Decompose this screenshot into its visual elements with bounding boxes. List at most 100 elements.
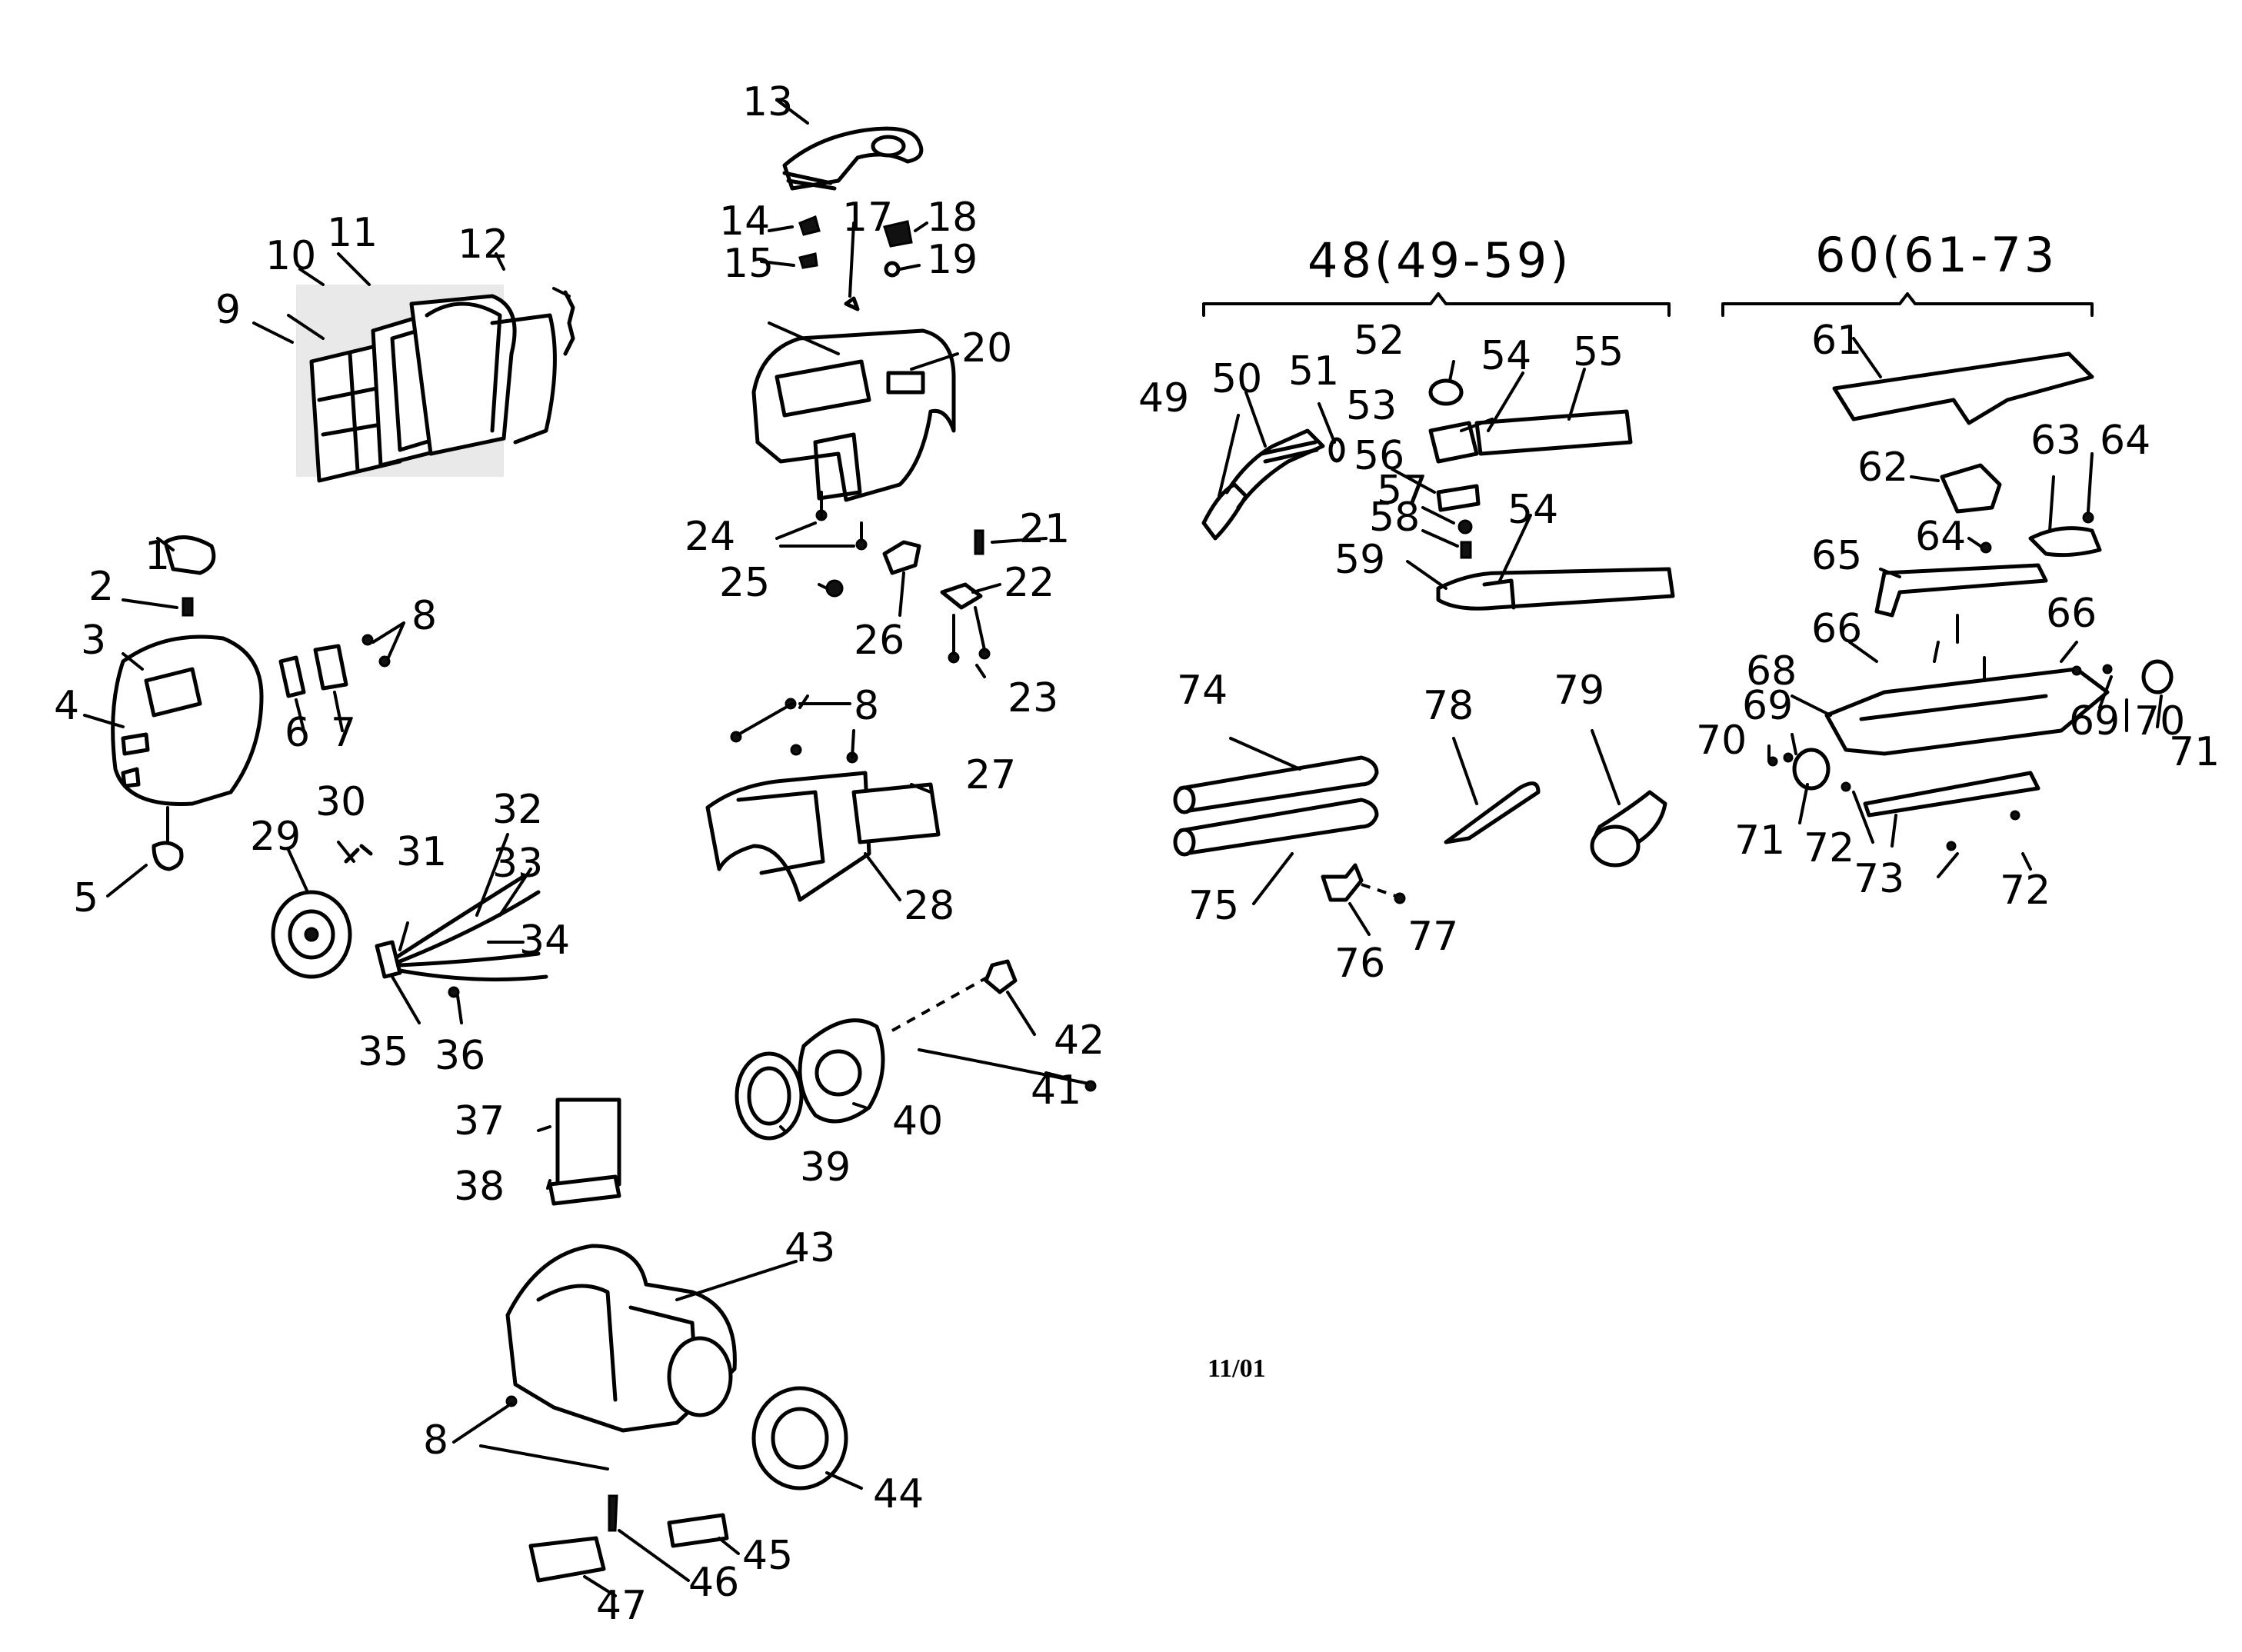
part-number-66-a: 66 xyxy=(1811,606,1862,652)
part-number-65: 65 xyxy=(1811,533,1862,579)
part-number-72-a: 72 xyxy=(1804,825,1854,871)
date-code: 11/01 xyxy=(1208,1354,1266,1383)
part-number-45: 45 xyxy=(742,1533,793,1579)
part-number-7: 7 xyxy=(331,710,356,756)
part-number-58: 58 xyxy=(1369,495,1420,541)
part-number-71-a: 71 xyxy=(1734,818,1785,864)
part-number-22: 22 xyxy=(1004,560,1054,606)
part-number-70-a: 70 xyxy=(1696,718,1747,764)
part-number-19: 19 xyxy=(927,237,978,283)
part-number-27: 27 xyxy=(965,752,1016,798)
group-label-48: 48(49-59) xyxy=(1308,232,1571,288)
part-number-29: 29 xyxy=(250,814,301,860)
part-number-74: 74 xyxy=(1177,668,1228,714)
part-number-68: 68 xyxy=(1746,648,1797,694)
part-number-8-b: 8 xyxy=(854,683,879,729)
part-number-40: 40 xyxy=(892,1098,943,1144)
part-number-33: 33 xyxy=(492,841,543,887)
part-number-66-b: 66 xyxy=(2046,591,2097,637)
filter-assembly xyxy=(296,285,575,483)
part-number-14: 14 xyxy=(719,198,770,245)
leader-lines xyxy=(83,98,2163,1597)
part-number-12: 12 xyxy=(458,221,508,268)
part-number-8-c: 8 xyxy=(423,1417,448,1464)
base-assembly xyxy=(505,1097,848,1583)
part-number-52: 52 xyxy=(1354,318,1404,364)
part-number-41: 41 xyxy=(1031,1067,1081,1114)
part-number-37: 37 xyxy=(454,1098,505,1144)
part-number-78: 78 xyxy=(1423,683,1474,729)
part-number-51: 51 xyxy=(1288,348,1339,395)
part-number-42: 42 xyxy=(1054,1018,1104,1064)
part-number-50: 50 xyxy=(1211,356,1262,402)
group-label-60: 60(61-73 xyxy=(1815,227,2057,283)
handle-assembly xyxy=(751,126,991,664)
part-number-39: 39 xyxy=(800,1144,851,1191)
part-number-30: 30 xyxy=(315,779,366,825)
part-number-64-a: 64 xyxy=(2100,418,2150,464)
cord-reel xyxy=(271,844,548,998)
part-number-69-a: 69 xyxy=(1742,683,1793,729)
part-number-4: 4 xyxy=(54,683,79,729)
part-number-72-b: 72 xyxy=(2000,868,2050,914)
part-number-59: 59 xyxy=(1334,537,1385,583)
part-number-18: 18 xyxy=(927,195,978,241)
part-number-5: 5 xyxy=(73,875,98,921)
part-number-1: 1 xyxy=(145,533,170,579)
part-number-11: 11 xyxy=(327,210,378,256)
part-number-13: 13 xyxy=(742,79,793,125)
left-cover xyxy=(111,535,391,871)
part-number-75: 75 xyxy=(1188,883,1239,929)
part-number-31: 31 xyxy=(396,829,447,875)
part-number-63: 63 xyxy=(2030,418,2081,464)
part-number-26: 26 xyxy=(854,618,904,664)
part-number-15: 15 xyxy=(723,241,774,287)
part-number-77: 77 xyxy=(1407,914,1458,960)
part-number-17: 17 xyxy=(842,195,893,241)
attachments xyxy=(1173,755,1667,904)
part-number-49: 49 xyxy=(1138,375,1189,421)
part-number-47: 47 xyxy=(596,1583,647,1629)
part-number-55: 55 xyxy=(1573,329,1624,375)
part-number-43: 43 xyxy=(785,1225,835,1271)
part-number-32: 32 xyxy=(492,787,543,833)
part-number-64-b: 64 xyxy=(1915,514,1966,560)
part-number-57: 57 xyxy=(1377,468,1427,514)
part-number-35: 35 xyxy=(358,1029,408,1075)
part-number-34: 34 xyxy=(519,918,570,964)
powerhead-group-60 xyxy=(1721,292,2174,851)
part-number-labels: 1 2 3 4 5 6 7 8 8 8 9 10 11 12 13 14 15 … xyxy=(54,79,2220,1629)
part-number-79: 79 xyxy=(1554,668,1604,714)
part-number-38: 38 xyxy=(454,1164,505,1210)
part-number-73: 73 xyxy=(1854,856,1904,902)
part-number-28: 28 xyxy=(904,883,954,929)
part-number-46: 46 xyxy=(688,1560,739,1606)
part-number-70-b: 70 xyxy=(2134,698,2185,744)
part-number-76: 76 xyxy=(1334,941,1385,987)
part-number-3: 3 xyxy=(81,618,106,664)
part-number-56: 56 xyxy=(1354,433,1404,479)
part-number-36: 36 xyxy=(435,1033,485,1079)
part-number-54-a: 54 xyxy=(1481,333,1531,379)
hose-group-48 xyxy=(1201,292,1675,611)
part-number-25: 25 xyxy=(719,560,770,606)
part-number-62: 62 xyxy=(1857,445,1908,491)
part-number-20: 20 xyxy=(961,325,1012,371)
part-number-23: 23 xyxy=(1008,675,1058,721)
part-number-9: 9 xyxy=(215,287,241,333)
body-and-motor xyxy=(705,698,1097,1141)
part-number-71-b: 71 xyxy=(2169,729,2220,775)
part-number-8-a: 8 xyxy=(411,593,437,639)
part-number-10: 10 xyxy=(265,233,316,279)
part-number-54-b: 54 xyxy=(1507,487,1558,533)
part-number-61: 61 xyxy=(1811,318,1862,364)
part-number-6: 6 xyxy=(285,710,310,756)
part-number-24: 24 xyxy=(685,514,735,560)
part-number-53: 53 xyxy=(1346,383,1397,429)
part-number-2: 2 xyxy=(88,564,114,610)
part-number-21: 21 xyxy=(1019,506,1070,552)
part-number-69-b: 69 xyxy=(2069,698,2120,744)
part-number-44: 44 xyxy=(873,1471,924,1517)
